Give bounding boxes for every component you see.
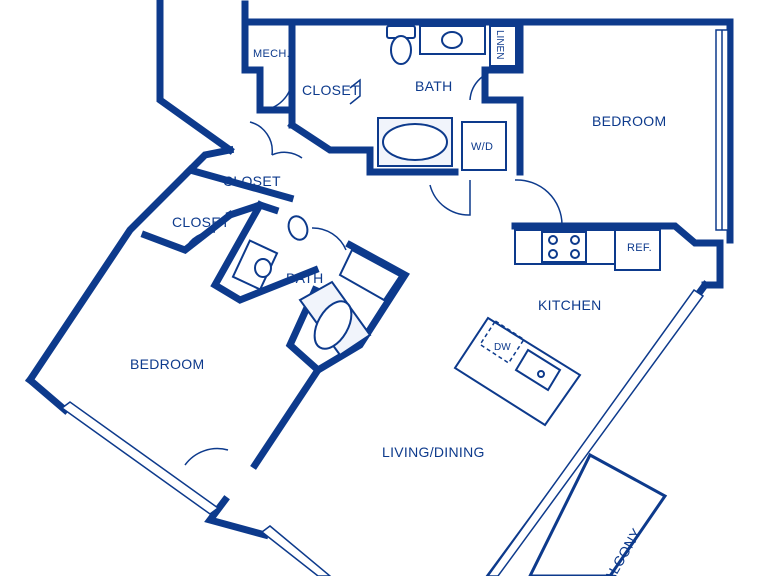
door-mech (259, 77, 293, 111)
label-ref: REF. (627, 242, 652, 254)
label-wd: W/D (471, 141, 493, 153)
wd-box (461, 121, 507, 171)
kitchen-appliances (453, 229, 661, 427)
window-left-bedroom (60, 401, 220, 515)
windows (60, 29, 729, 576)
tub-basin-top (382, 123, 448, 161)
sink-left (254, 258, 272, 278)
room-labels: MECH. CLOSET BATH LINEN BEDROOM W/D CLOS… (130, 30, 666, 576)
door-closet-mid (249, 121, 274, 156)
label-bath-top: BATH (415, 78, 453, 94)
window-living (260, 525, 332, 576)
label-balcony: BALCONY (596, 525, 645, 576)
door-bath-left (311, 227, 347, 251)
label-dw: DW (494, 342, 511, 353)
tub-basin-left (313, 300, 353, 350)
island-sink (514, 348, 562, 392)
label-living-dining: LIVING/DINING (382, 444, 485, 460)
label-mech: MECH. (253, 48, 290, 60)
label-bedroom-right: BEDROOM (592, 113, 666, 129)
window-balcony (487, 288, 705, 576)
toilet-left (287, 215, 309, 241)
toilet-top (390, 35, 412, 65)
sink-top (441, 31, 463, 49)
fridge (614, 229, 661, 271)
shelf-left-bath (338, 248, 402, 302)
label-closet-top: CLOSET (302, 82, 360, 98)
label-bedroom-left: BEDROOM (130, 356, 204, 372)
doors (184, 69, 563, 466)
label-kitchen: KITCHEN (538, 297, 602, 313)
door-kitchen (514, 179, 563, 226)
upper-bath-fixtures (349, 25, 517, 167)
door-bedroom-right (469, 69, 503, 101)
wd-closet (461, 121, 507, 171)
door-closet-mid-2 (271, 151, 303, 159)
door-hall (429, 180, 471, 216)
label-bath-left: BATH (286, 270, 324, 286)
left-bath-fixtures (231, 215, 402, 357)
linen-shelf (489, 25, 517, 67)
label-linen: LINEN (494, 30, 505, 59)
stove (541, 231, 587, 263)
door-closet-left (184, 231, 216, 251)
door-bedroom-left (184, 447, 229, 466)
dishwasher-outline (479, 319, 525, 365)
label-closet-left: CLOSET (172, 214, 230, 230)
balcony (528, 452, 668, 576)
label-closet-mid: CLOSET (223, 173, 281, 189)
balcony-outline (528, 452, 668, 576)
